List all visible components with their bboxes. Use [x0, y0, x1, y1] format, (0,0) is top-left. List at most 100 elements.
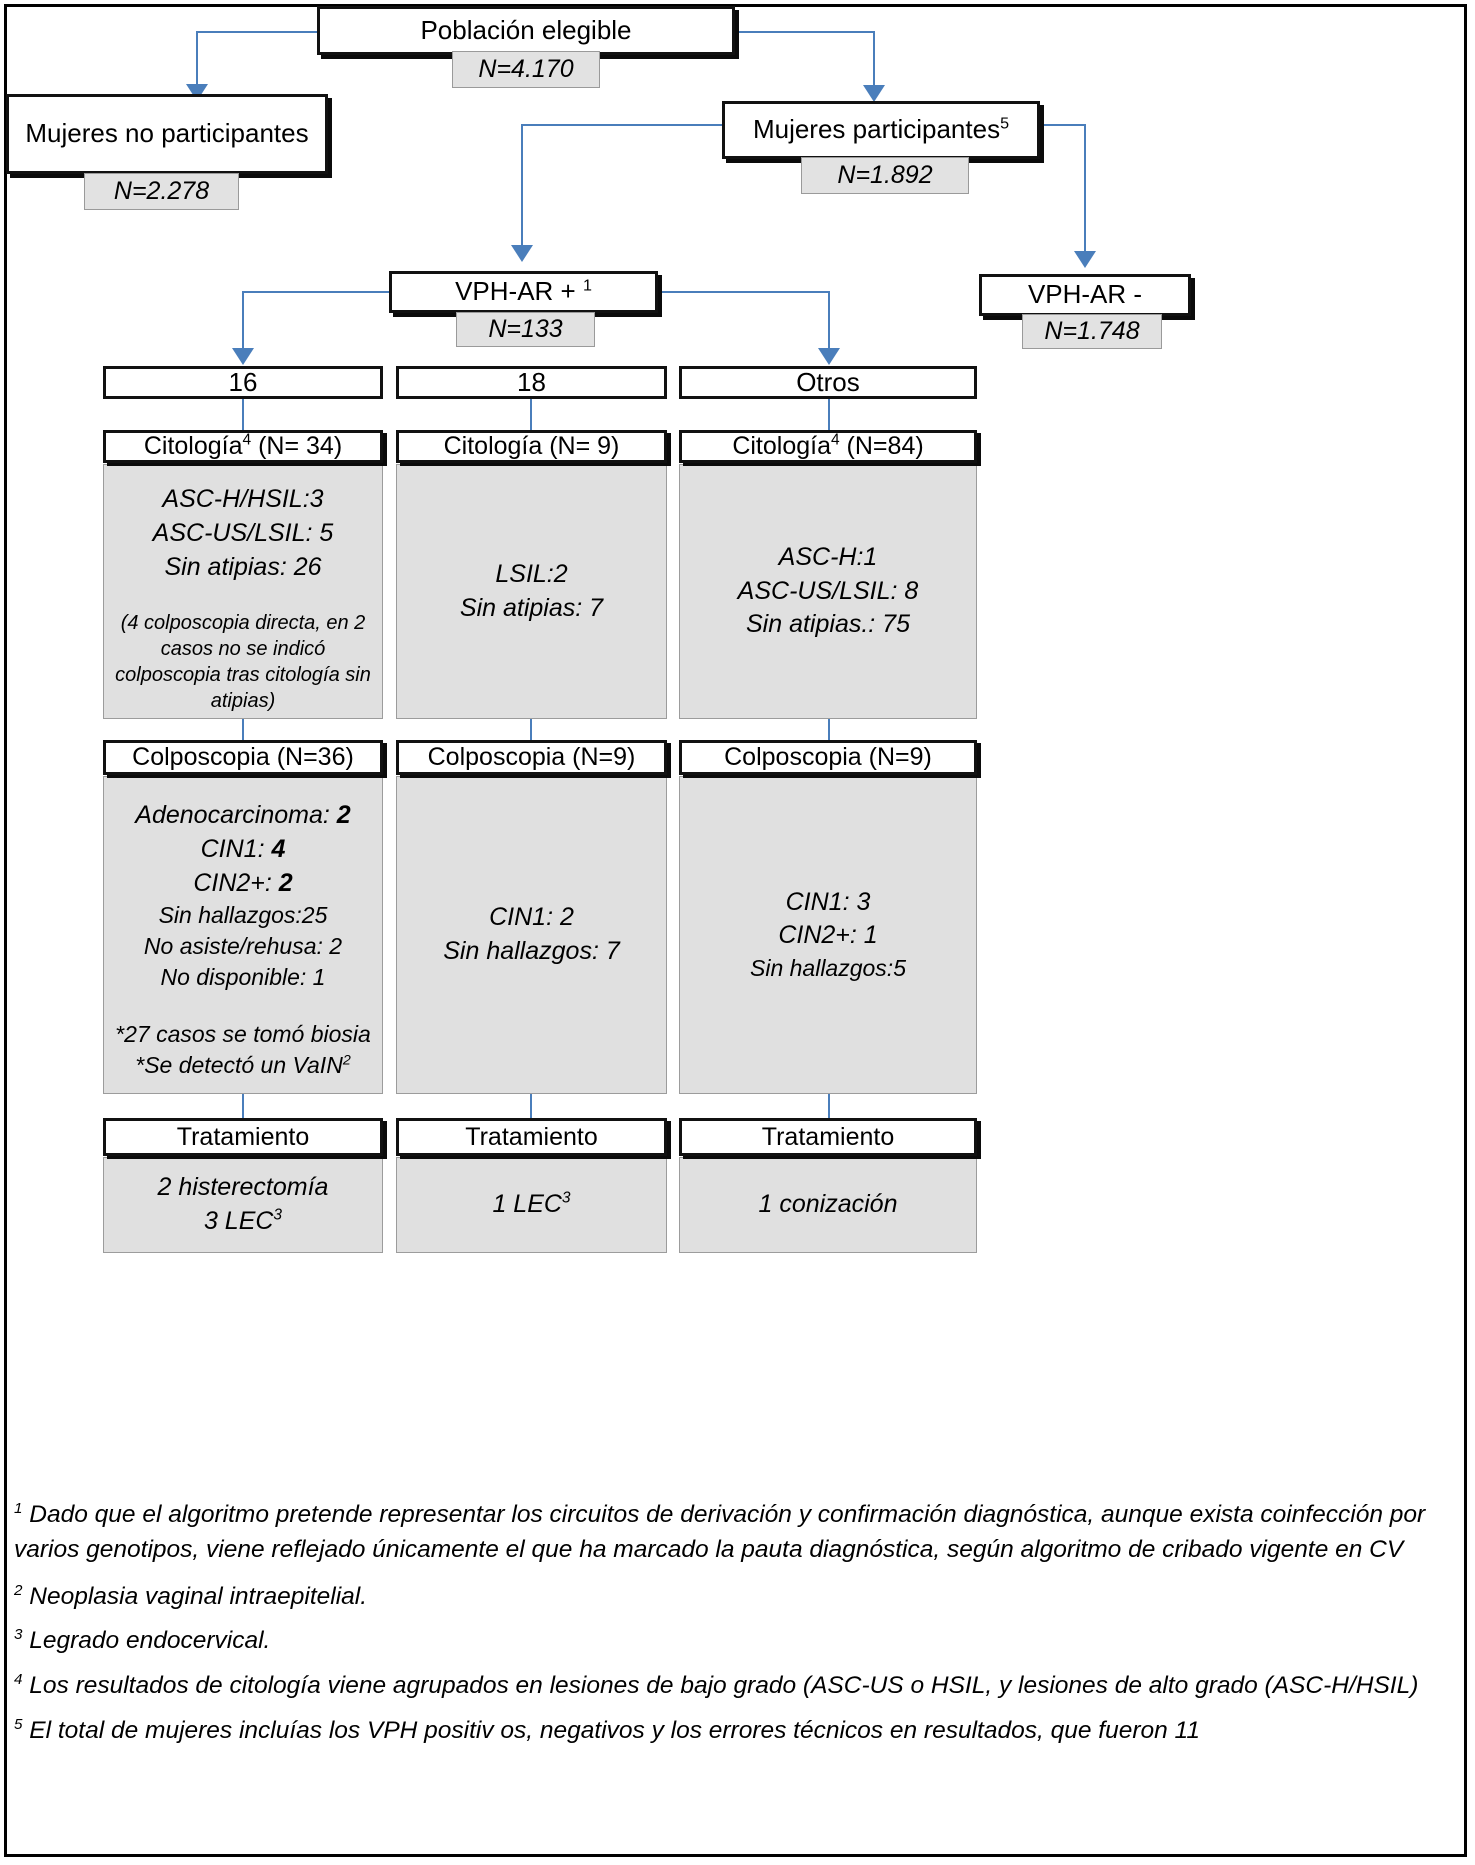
colposcopia-16-line-1: Adenocarcinoma: 2: [135, 801, 351, 829]
connector-root-to-right-down: [873, 31, 875, 89]
chip-poblacion-elegible-value: N=4.170: [478, 55, 574, 83]
colposcopia-16-sub-2: No asiste/rehusa: 2: [143, 933, 343, 960]
footnote-2: 2 Neoplasia vaginal intraepitelial.: [14, 1581, 368, 1610]
node-mujeres-participantes-label: Mujeres participantes5: [752, 114, 1010, 145]
panel-tratamiento-otros: 1 conización: [679, 1157, 977, 1253]
connector-otros-to-cito: [828, 399, 830, 430]
node-genotipo-otros-label: Otros: [796, 366, 860, 397]
node-mujeres-participantes[interactable]: Mujeres participantes5: [722, 101, 1040, 159]
node-genotipo-18[interactable]: 18: [396, 366, 667, 399]
citologia-16-line-3: Sin atipias: 26: [164, 552, 322, 581]
header-citologia-otros-label: Citología4 (N=84): [732, 431, 924, 460]
chip-participantes-n: N=1.892: [801, 157, 969, 194]
panel-citologia-18: LSIL:2 Sin atipias: 7: [396, 464, 667, 719]
arrow-to-genotype-otros: [818, 348, 840, 365]
header-colposcopia-otros[interactable]: Colposcopia (N=9): [679, 740, 977, 775]
tratamiento-16-line-1: 2 histerectomía: [157, 1173, 329, 1202]
chip-poblacion-elegible-n: N=4.170: [452, 51, 600, 88]
connector-pos-to-otros-down: [828, 291, 830, 351]
header-tratamiento-16-label: Tratamiento: [176, 1122, 310, 1151]
colposcopia-18-line-1: CIN1: 2: [489, 903, 574, 932]
header-citologia-18-label: Citología (N= 9): [443, 432, 620, 460]
header-tratamiento-otros[interactable]: Tratamiento: [679, 1118, 977, 1156]
chip-vph-positivo-n: N=133: [456, 312, 595, 347]
node-vph-ar-positivo-label: VPH-AR + 1: [455, 276, 592, 307]
panel-citologia-otros: ASC-H:1 ASC-US/LSIL: 8 Sin atipias.: 75: [679, 464, 977, 719]
citologia-otros-line-1: ASC-H:1: [778, 542, 878, 571]
superscript-5: 5: [1000, 114, 1010, 133]
node-mujeres-no-participantes[interactable]: Mujeres no participantes: [6, 94, 328, 174]
footnote-4: 4 Los resultados de citología viene agru…: [14, 1670, 1419, 1700]
connector-colpootros-to-trat: [828, 1094, 830, 1120]
chip-vph-negativo-value: N=1.748: [1044, 317, 1140, 345]
arrow-to-vph-positive: [511, 245, 533, 262]
connector-colpo16-to-trat: [242, 1094, 244, 1120]
citologia-16-line-1: ASC-H/HSIL:3: [162, 485, 324, 513]
node-genotipo-otros[interactable]: Otros: [679, 366, 977, 399]
chip-vph-negativo-n: N=1.748: [1022, 314, 1162, 349]
footnotes-section: 1 Dado que el algoritmo pretende represe…: [10, 1498, 1460, 1759]
header-tratamiento-otros-label: Tratamiento: [761, 1122, 895, 1151]
connector-root-to-left: [196, 31, 320, 33]
colposcopia-18-line-2: Sin hallazgos: 7: [443, 937, 620, 965]
panel-citologia-16: ASC-H/HSIL:3 ASC-US/LSIL: 5 Sin atipias:…: [103, 464, 383, 719]
citologia-otros-line-2: ASC-US/LSIL: 8: [737, 576, 919, 605]
node-genotipo-16[interactable]: 16: [103, 366, 383, 399]
connector-pos-to-16-down: [242, 291, 244, 351]
citologia-16-note: (4 colposcopia directa, en 2 casos no se…: [115, 612, 371, 712]
header-citologia-16-label: Citología4 (N= 34): [143, 431, 343, 460]
node-vph-ar-negativo-label: VPH-AR -: [1027, 279, 1143, 310]
header-citologia-16[interactable]: Citología4 (N= 34): [103, 430, 383, 463]
chip-no-participantes-n: N=2.278: [84, 173, 239, 210]
chip-participantes-value: N=1.892: [837, 161, 933, 189]
arrow-to-vph-negative: [1074, 251, 1096, 268]
connector-18-to-cito: [530, 399, 532, 430]
colposcopia-16-line-3: CIN2+: 2: [193, 868, 293, 897]
colposcopia-16-line-2: CIN1: 4: [200, 834, 286, 863]
node-genotipo-16-label: 16: [228, 366, 258, 397]
node-vph-ar-positivo[interactable]: VPH-AR + 1: [389, 271, 658, 313]
header-colposcopia-18[interactable]: Colposcopia (N=9): [396, 740, 667, 775]
connector-part-to-pos-down: [521, 124, 523, 248]
chip-vph-positivo-value: N=133: [488, 315, 563, 343]
connector-16-to-cito: [242, 399, 244, 430]
header-tratamiento-18[interactable]: Tratamiento: [396, 1118, 667, 1156]
connector-cito18-to-colpo: [530, 718, 532, 742]
header-tratamiento-16[interactable]: Tratamiento: [103, 1118, 383, 1156]
colposcopia-16-sub-1: Sin hallazgos:25: [158, 902, 328, 929]
citologia-18-line-1: LSIL:2: [495, 559, 568, 588]
citologia-otros-line-3: Sin atipias.: 75: [746, 610, 910, 639]
node-genotipo-18-label: 18: [517, 366, 546, 397]
citologia-16-line-2: ASC-US/LSIL: 5: [152, 518, 334, 547]
header-citologia-otros[interactable]: Citología4 (N=84): [679, 430, 977, 463]
node-poblacion-elegible-label: Población elegible: [420, 14, 632, 45]
connector-root-to-left-down: [196, 31, 198, 88]
chip-no-participantes-value: N=2.278: [113, 177, 210, 205]
header-colposcopia-18-label: Colposcopia (N=9): [427, 743, 636, 771]
colposcopia-otros-line-1: CIN1: 3: [785, 887, 871, 916]
panel-colposcopia-18: CIN1: 2 Sin hallazgos: 7: [396, 776, 667, 1094]
colposcopia-otros-line-2: CIN2+: 1: [778, 921, 878, 950]
connector-part-to-neg: [1040, 124, 1085, 126]
node-vph-ar-negativo[interactable]: VPH-AR -: [979, 274, 1191, 316]
tratamiento-otros-line-1: 1 conización: [758, 1190, 898, 1219]
connector-pos-to-16: [242, 291, 397, 293]
node-poblacion-elegible[interactable]: Población elegible: [317, 6, 735, 55]
footnote-1: 1 Dado que el algoritmo pretende represe…: [14, 1499, 1426, 1563]
header-citologia-18[interactable]: Citología (N= 9): [396, 430, 667, 463]
panel-colposcopia-16: Adenocarcinoma: 2 CIN1: 4 CIN2+: 2 Sin h…: [103, 776, 383, 1094]
node-mujeres-no-participantes-label: Mujeres no participantes: [25, 118, 309, 149]
header-colposcopia-16[interactable]: Colposcopia (N=36): [103, 740, 383, 775]
connector-citootros-to-colpo: [828, 718, 830, 742]
citologia-18-line-2: Sin atipias: 7: [459, 593, 604, 622]
colposcopia-otros-line-3: Sin hallazgos:5: [750, 955, 906, 982]
superscript-1: 1: [582, 276, 592, 295]
tratamiento-18-line-1: 1 LEC3: [492, 1189, 571, 1219]
connector-root-to-right: [732, 31, 874, 33]
connector-part-to-pos: [521, 124, 725, 126]
tratamiento-16-line-2: 3 LEC3: [203, 1206, 283, 1235]
panel-tratamiento-18: 1 LEC3: [396, 1157, 667, 1253]
connector-pos-to-otros: [657, 291, 829, 293]
colposcopia-16-note-2: *Se detectó un VaIN2: [135, 1052, 351, 1079]
